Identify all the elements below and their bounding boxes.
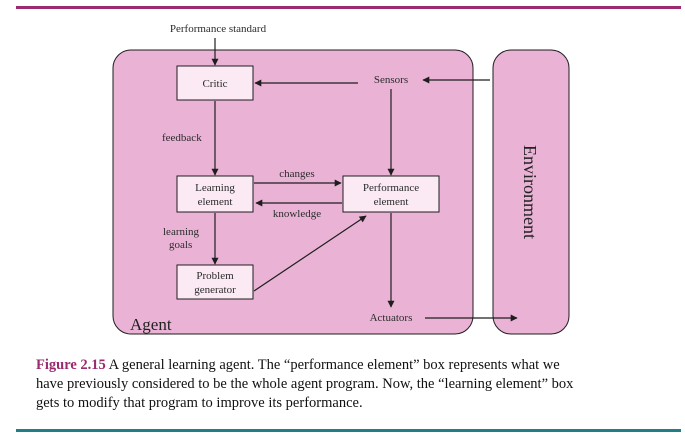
knowledge-label: knowledge: [273, 208, 321, 220]
feedback-label: feedback: [162, 132, 202, 144]
problem-generator-box: [176, 264, 254, 300]
performance-standard-label: Performance standard: [170, 23, 267, 35]
performance-element-label-1: Performance: [363, 182, 419, 194]
performance-element-box: [342, 175, 440, 213]
caption-line-1: A general learning agent. The “performan…: [108, 357, 560, 373]
problem-generator-label-1: Problem: [196, 270, 234, 282]
caption-line-3: gets to modify that program to improve i…: [36, 395, 363, 411]
actuators-label: Actuators: [370, 312, 413, 324]
environment-label: Environment: [520, 145, 540, 239]
learning-element-box: [176, 175, 254, 213]
learning-element-label-1: Learning: [195, 182, 235, 194]
environment-region: [492, 49, 570, 335]
problem-to-performance-arrow: [253, 215, 367, 292]
critic-label: Critic: [202, 78, 227, 90]
figure-caption: Figure 2.15 A general learning agent. Th…: [36, 356, 676, 413]
agent-label: Agent: [130, 315, 172, 334]
sensors-label: Sensors: [374, 74, 408, 86]
figure-number: Figure 2.15: [36, 357, 106, 373]
changes-label: changes: [279, 168, 314, 180]
agent-region: [112, 49, 474, 335]
performance-element-label-2: element: [374, 196, 409, 208]
learning-goals-label-1: learning: [163, 226, 200, 238]
critic-box: [176, 65, 254, 101]
bottom-rule: [16, 429, 681, 432]
problem-generator-label-2: generator: [194, 284, 236, 296]
caption-line-2: have previously considered to be the who…: [36, 376, 574, 392]
top-rule: [16, 6, 681, 9]
learning-element-label-2: element: [198, 196, 233, 208]
learning-goals-label-2: goals: [169, 239, 192, 251]
